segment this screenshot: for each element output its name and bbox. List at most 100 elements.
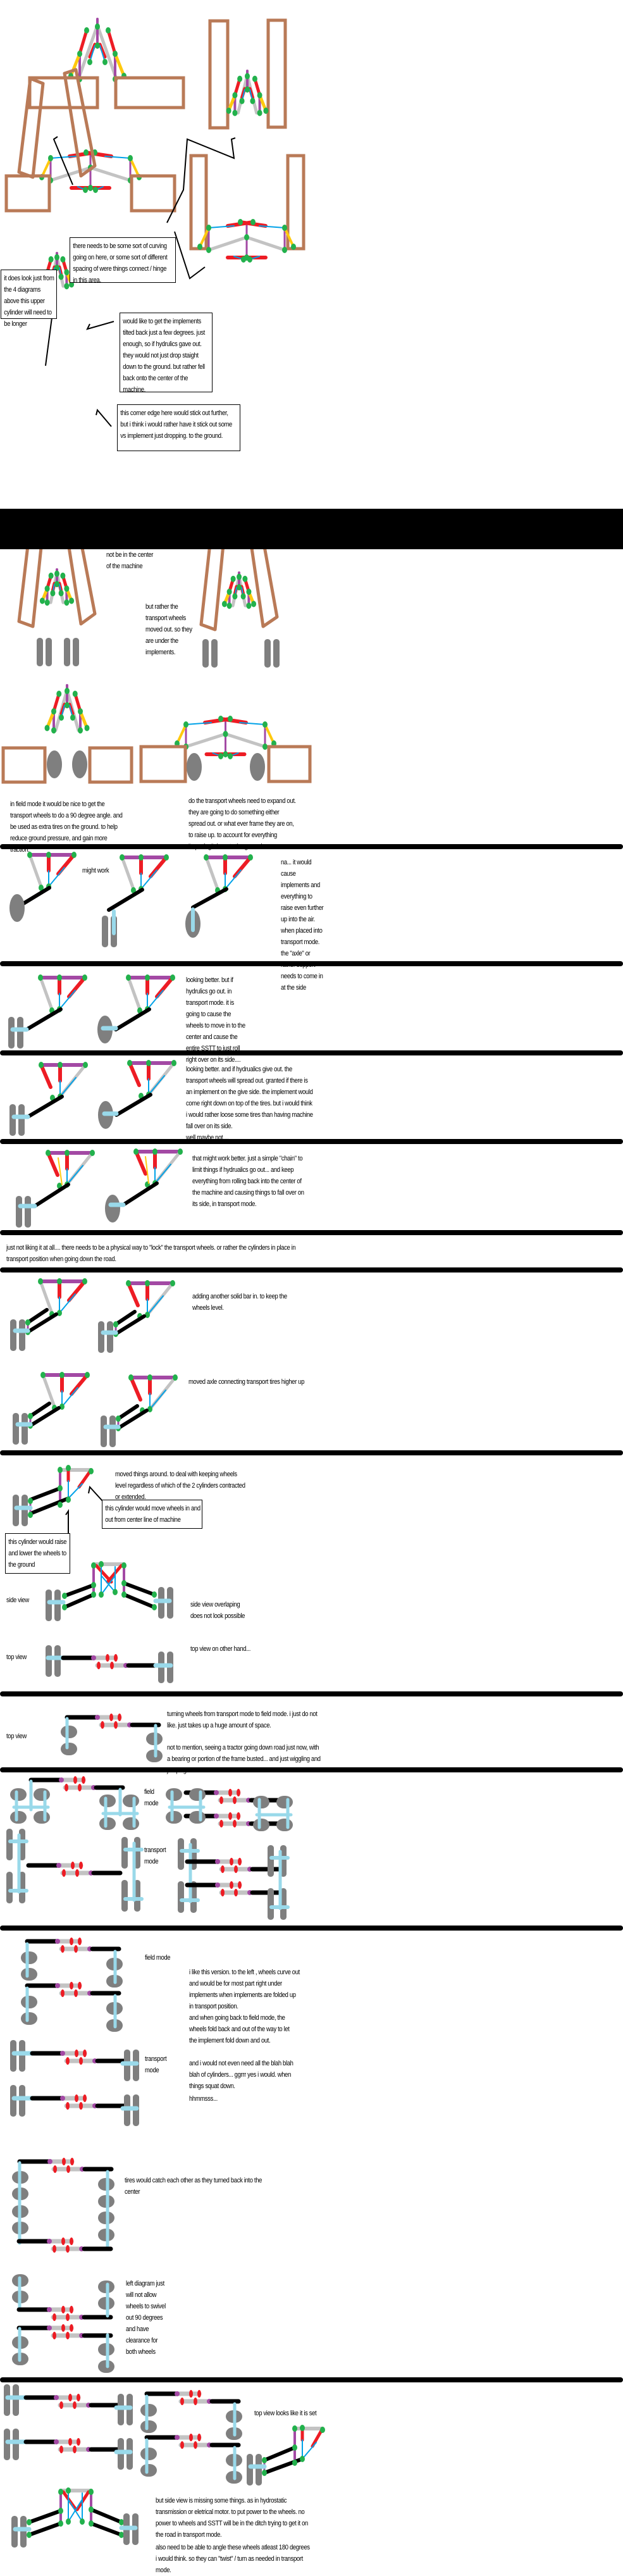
callout-corner: this corner edge here would stick out fu… — [117, 404, 240, 451]
cylinder-pivot — [237, 1789, 240, 1796]
joint — [214, 1814, 219, 1819]
tire — [202, 639, 209, 668]
implement-right — [267, 745, 312, 783]
implement-left — [208, 19, 230, 130]
pivot-joint — [44, 725, 50, 731]
implement-right — [266, 18, 287, 129]
yellow-link — [283, 227, 295, 248]
tire — [21, 1996, 37, 2008]
tire — [189, 1811, 206, 1824]
cylinder-pivot — [78, 1982, 82, 1989]
label-top-view-2: top view — [6, 1733, 27, 1740]
pivot-joint — [120, 854, 125, 861]
implement-left — [189, 154, 208, 251]
label-field-mode-2: field mode — [145, 1954, 171, 1962]
wheel-arm — [114, 1310, 137, 1326]
wheel-arm — [107, 888, 144, 912]
cylinder-pivot — [70, 2237, 73, 2245]
note-like-version: i like this version. to the left , wheel… — [189, 1969, 300, 2010]
cylinder-pivot — [230, 1858, 233, 1865]
cylinder-pivot — [189, 2390, 193, 2398]
pivot-joint — [241, 256, 246, 263]
cylinder-pivot — [233, 1820, 237, 1827]
pivot-joint — [232, 593, 238, 600]
pivot-joint — [56, 690, 62, 697]
cylinder-pivot — [70, 2158, 74, 2165]
tire — [101, 1416, 107, 1447]
joint — [55, 1939, 60, 1944]
tire — [189, 1788, 206, 1801]
cylinder-pivot — [70, 1938, 73, 1945]
pivot-joint — [300, 2425, 305, 2431]
hydraulic-cylinder — [219, 717, 248, 725]
cylinder-rod — [154, 1164, 171, 1184]
support-bar — [39, 976, 54, 1011]
black-band — [0, 509, 623, 549]
wheel-arm — [28, 1406, 61, 1428]
pivot-joint — [226, 602, 232, 609]
frame-beam — [245, 235, 287, 252]
joint — [59, 1777, 64, 1783]
pivot-joint — [292, 2444, 297, 2451]
tire — [109, 1416, 116, 1447]
pivot-joint — [119, 2519, 124, 2525]
note-na: na... it would cause implements and ever… — [281, 859, 324, 992]
cylinder-pivot — [66, 2102, 70, 2110]
pivot-joint — [292, 2425, 297, 2432]
tire — [11, 2516, 18, 2548]
pivot-joint — [85, 1372, 90, 1378]
tire — [10, 2040, 16, 2072]
label-transport-mode: transport mode — [144, 1846, 166, 1865]
separator-line — [0, 1050, 623, 1055]
pivot-joint — [244, 234, 249, 240]
cylinder-pivot — [219, 1796, 223, 1804]
pivot-joint — [99, 1561, 104, 1567]
tire — [121, 1880, 128, 1912]
tire — [253, 1819, 269, 1831]
pivot-joint — [58, 273, 64, 280]
tire — [107, 1321, 113, 1353]
pivot-joint — [246, 602, 252, 609]
note-moved-out: but rather the transport wheels moved ou… — [145, 603, 192, 656]
pivot-joint — [282, 225, 287, 231]
pivot-joint — [59, 714, 64, 721]
pivot-joint — [245, 86, 250, 93]
joint — [175, 2391, 180, 2396]
pivot-joint — [246, 588, 252, 595]
callout-arrow — [174, 231, 206, 280]
pivot-joint — [58, 1062, 63, 1068]
chain — [145, 1156, 149, 1184]
pivot-joint — [99, 1591, 104, 1598]
note-looking-better-2: looking better. and if hydrualics give o… — [186, 1066, 313, 1142]
pivot-joint — [126, 974, 131, 981]
pivot-joint — [59, 1403, 65, 1410]
tire — [273, 639, 280, 668]
tire — [140, 2420, 157, 2433]
callout-curving-text: there needs to be some sort of curving g… — [73, 242, 168, 284]
note-transport-center: in transport mode, the wheels should not… — [106, 528, 154, 570]
note-not-liking: just not liking it at all.... there need… — [6, 1244, 296, 1263]
pivot-joint — [237, 573, 242, 580]
pivot-joint — [69, 597, 75, 604]
cylinder-pivot — [74, 1989, 78, 1997]
support-bar — [28, 853, 43, 888]
wheel-arm — [26, 1312, 58, 1334]
pivot-joint — [145, 974, 150, 981]
pivot-joint — [25, 1319, 30, 1326]
cylinder-rod — [147, 1295, 164, 1316]
pivot-joint — [262, 2470, 267, 2476]
pivot-joint — [54, 264, 59, 271]
label-side-view: side view — [6, 1596, 29, 1604]
pivot-joint — [263, 108, 269, 114]
cylinder-rod — [148, 1075, 165, 1095]
separator-line — [0, 1230, 623, 1235]
pivot-joint — [221, 600, 227, 607]
cylinder-rod — [239, 722, 266, 725]
pivot-joint — [64, 599, 70, 606]
pivot-joint — [83, 1062, 88, 1068]
wheel-arm — [114, 1007, 151, 1031]
cylinder-pivot — [114, 1654, 118, 1662]
pivot-joint — [84, 725, 90, 731]
separator-line — [0, 1926, 623, 1931]
cylinder-rod — [68, 1483, 83, 1499]
